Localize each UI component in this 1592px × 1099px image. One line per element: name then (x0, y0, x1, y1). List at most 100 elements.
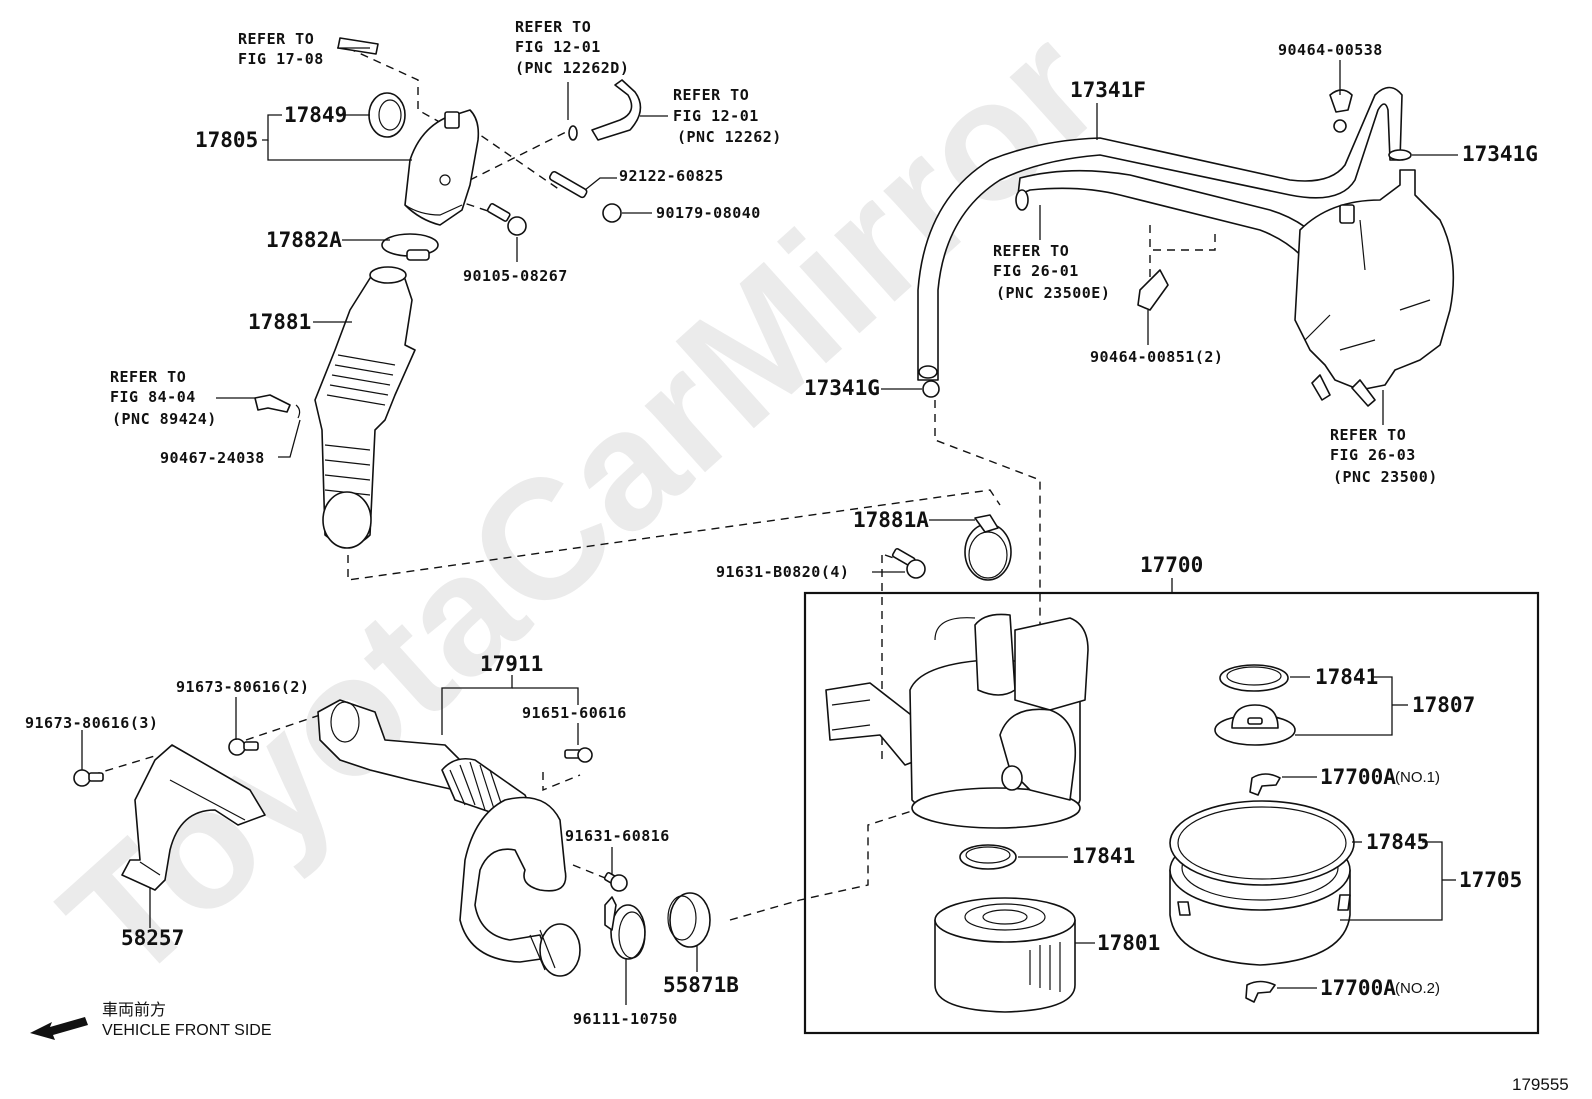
reference-fig-12-01-pnc-12262: REFER TO FIG 12-01 (PNC 12262) (673, 86, 782, 146)
label-17881A[interactable]: 17881A (853, 508, 929, 532)
air-duct-58257[interactable] (121, 744, 266, 891)
bolt-91651-60616[interactable] (564, 747, 593, 763)
label-91631-B0820[interactable]: 91631-B0820(4) (716, 563, 849, 581)
clamp-90464-00538[interactable] (1329, 89, 1353, 133)
label-90467-24038[interactable]: 90467-24038 (160, 449, 265, 467)
hose-17341F[interactable] (917, 86, 1403, 381)
air-cleaner-body-17700[interactable] (825, 613, 1089, 829)
label-91651-60616[interactable]: 91651-60616 (522, 704, 627, 722)
label-96111-10750[interactable]: 96111-10750 (573, 1010, 678, 1028)
label-17700A-no1[interactable]: 17700A (NO.1) (1320, 765, 1440, 789)
hose-pnc-12262[interactable] (591, 79, 642, 141)
svg-text:FIG 26-03: FIG 26-03 (1330, 446, 1416, 464)
label-90464-00538[interactable]: 90464-00538 (1278, 41, 1383, 59)
vehicle-front-note: 車両前方 VEHICLE FRONT SIDE (102, 1001, 272, 1039)
svg-text:REFER TO: REFER TO (673, 86, 749, 104)
bolt-91673-80616-3[interactable] (73, 769, 104, 787)
label-17841-mid[interactable]: 17841 (1072, 844, 1135, 868)
svg-text:(PNC 12262D): (PNC 12262D) (515, 59, 629, 77)
svg-text:VEHICLE FRONT SIDE: VEHICLE FRONT SIDE (102, 1022, 272, 1039)
clip-17341G-top[interactable] (1388, 149, 1412, 161)
leader-lines (81, 47, 1458, 1005)
clip-pnc-12262D[interactable] (568, 125, 578, 141)
figure-number: 179555 (1512, 1075, 1569, 1094)
pipe-fig-17-08[interactable] (337, 37, 379, 55)
label-17700A-no2[interactable]: 17700A (NO.2) (1320, 976, 1440, 1000)
label-90179-08040[interactable]: 90179-08040 (656, 204, 761, 222)
reference-fig-84-04: REFER TO FIG 84-04 (PNC 89424) (110, 368, 217, 428)
label-17705[interactable]: 17705 (1459, 868, 1522, 892)
label-92122-60825[interactable]: 92122-60825 (619, 167, 724, 185)
label-90464-00851[interactable]: 90464-00851(2) (1090, 348, 1223, 366)
svg-text:FIG 12-01: FIG 12-01 (673, 107, 759, 125)
intake-hose-17881[interactable] (314, 266, 416, 549)
filter-element-17801[interactable] (934, 897, 1076, 1013)
label-90105-08267[interactable]: 90105-08267 (463, 267, 568, 285)
label-17700[interactable]: 17700 (1140, 553, 1203, 577)
bolt-90105[interactable] (486, 202, 527, 236)
gasket-17841-mid[interactable] (959, 844, 1017, 870)
svg-text:FIG 84-04: FIG 84-04 (110, 388, 196, 406)
svg-text:REFER TO: REFER TO (238, 30, 314, 48)
svg-text:(NO.1): (NO.1) (1395, 769, 1440, 786)
label-17341G-left[interactable]: 17341G (804, 376, 880, 400)
svg-text:FIG 17-08: FIG 17-08 (238, 50, 324, 68)
air-duct-17911[interactable] (317, 699, 581, 977)
svg-text:17700A: 17700A (1320, 976, 1396, 1000)
svg-text:17700A: 17700A (1320, 765, 1396, 789)
label-17805[interactable]: 17805 (195, 128, 258, 152)
svg-text:(PNC 12262): (PNC 12262) (677, 128, 782, 146)
label-17341F[interactable]: 17341F (1070, 78, 1146, 102)
dashed-connectors (91, 47, 1216, 921)
clamp-90464-00851[interactable] (1137, 269, 1169, 311)
hose-17849[interactable] (368, 92, 406, 138)
seal-17845[interactable] (1169, 800, 1355, 886)
clamp-17882A[interactable] (381, 233, 439, 261)
vacuum-valve-pnc-23500[interactable] (1294, 169, 1455, 407)
label-17807[interactable]: 17807 (1412, 693, 1475, 717)
svg-text:(NO.2): (NO.2) (1395, 980, 1440, 997)
label-17845[interactable]: 17845 (1366, 830, 1429, 854)
bolt-91631-60816[interactable] (603, 871, 628, 892)
air-intake-connector-assembly[interactable] (404, 109, 480, 226)
label-17911[interactable]: 17911 (480, 652, 543, 676)
svg-text:REFER TO: REFER TO (993, 242, 1069, 260)
label-17801[interactable]: 17801 (1097, 931, 1160, 955)
clamp-17881A[interactable] (964, 514, 1012, 581)
label-17849[interactable]: 17849 (284, 103, 347, 127)
wing-nut-17807[interactable] (1214, 704, 1296, 746)
gasket-17841-top[interactable] (1219, 664, 1289, 692)
svg-text:(PNC 89424): (PNC 89424) (112, 410, 217, 428)
nut-90179[interactable] (602, 203, 622, 223)
clip-17700A-no2[interactable] (1245, 980, 1276, 1003)
svg-text:(PNC 23500): (PNC 23500) (1333, 468, 1438, 486)
svg-text:(PNC 23500E): (PNC 23500E) (996, 284, 1110, 302)
reference-fig-26-01: REFER TO FIG 26-01 (PNC 23500E) (993, 242, 1110, 302)
bolt-91631-B0820[interactable] (891, 547, 926, 579)
bolt-91673-80616-2[interactable] (228, 738, 259, 756)
clamp-96111-10750[interactable] (604, 896, 646, 960)
clip-17700A-no1[interactable] (1249, 773, 1281, 796)
vehicle-front-arrow-icon (30, 1017, 88, 1040)
svg-text:FIG 12-01: FIG 12-01 (515, 38, 601, 56)
label-17341G-top[interactable]: 17341G (1462, 142, 1538, 166)
sensor-pnc-89424[interactable] (254, 394, 301, 419)
label-17882A[interactable]: 17882A (266, 228, 342, 252)
label-17881[interactable]: 17881 (248, 310, 311, 334)
svg-text:FIG 26-01: FIG 26-01 (993, 262, 1079, 280)
label-17841-top[interactable]: 17841 (1315, 665, 1378, 689)
reference-fig-12-01-pnc-12262d: REFER TO FIG 12-01 (PNC 12262D) (515, 18, 629, 77)
reference-fig-26-03: REFER TO FIG 26-03 (PNC 23500) (1330, 426, 1438, 486)
label-91631-60816[interactable]: 91631-60816 (565, 827, 670, 845)
clip-17341G-left[interactable] (922, 380, 940, 398)
stud-92122[interactable] (548, 170, 588, 199)
sleeve-55871B[interactable] (667, 892, 711, 948)
svg-text:車両前方: 車両前方 (102, 1001, 166, 1019)
label-91673-80616-3[interactable]: 91673-80616(3) (25, 714, 158, 732)
label-91673-80616-2[interactable]: 91673-80616(2) (176, 678, 309, 696)
label-55871B[interactable]: 55871B (663, 973, 739, 997)
svg-text:REFER TO: REFER TO (110, 368, 186, 386)
svg-text:REFER TO: REFER TO (515, 18, 591, 36)
label-58257[interactable]: 58257 (121, 926, 184, 950)
